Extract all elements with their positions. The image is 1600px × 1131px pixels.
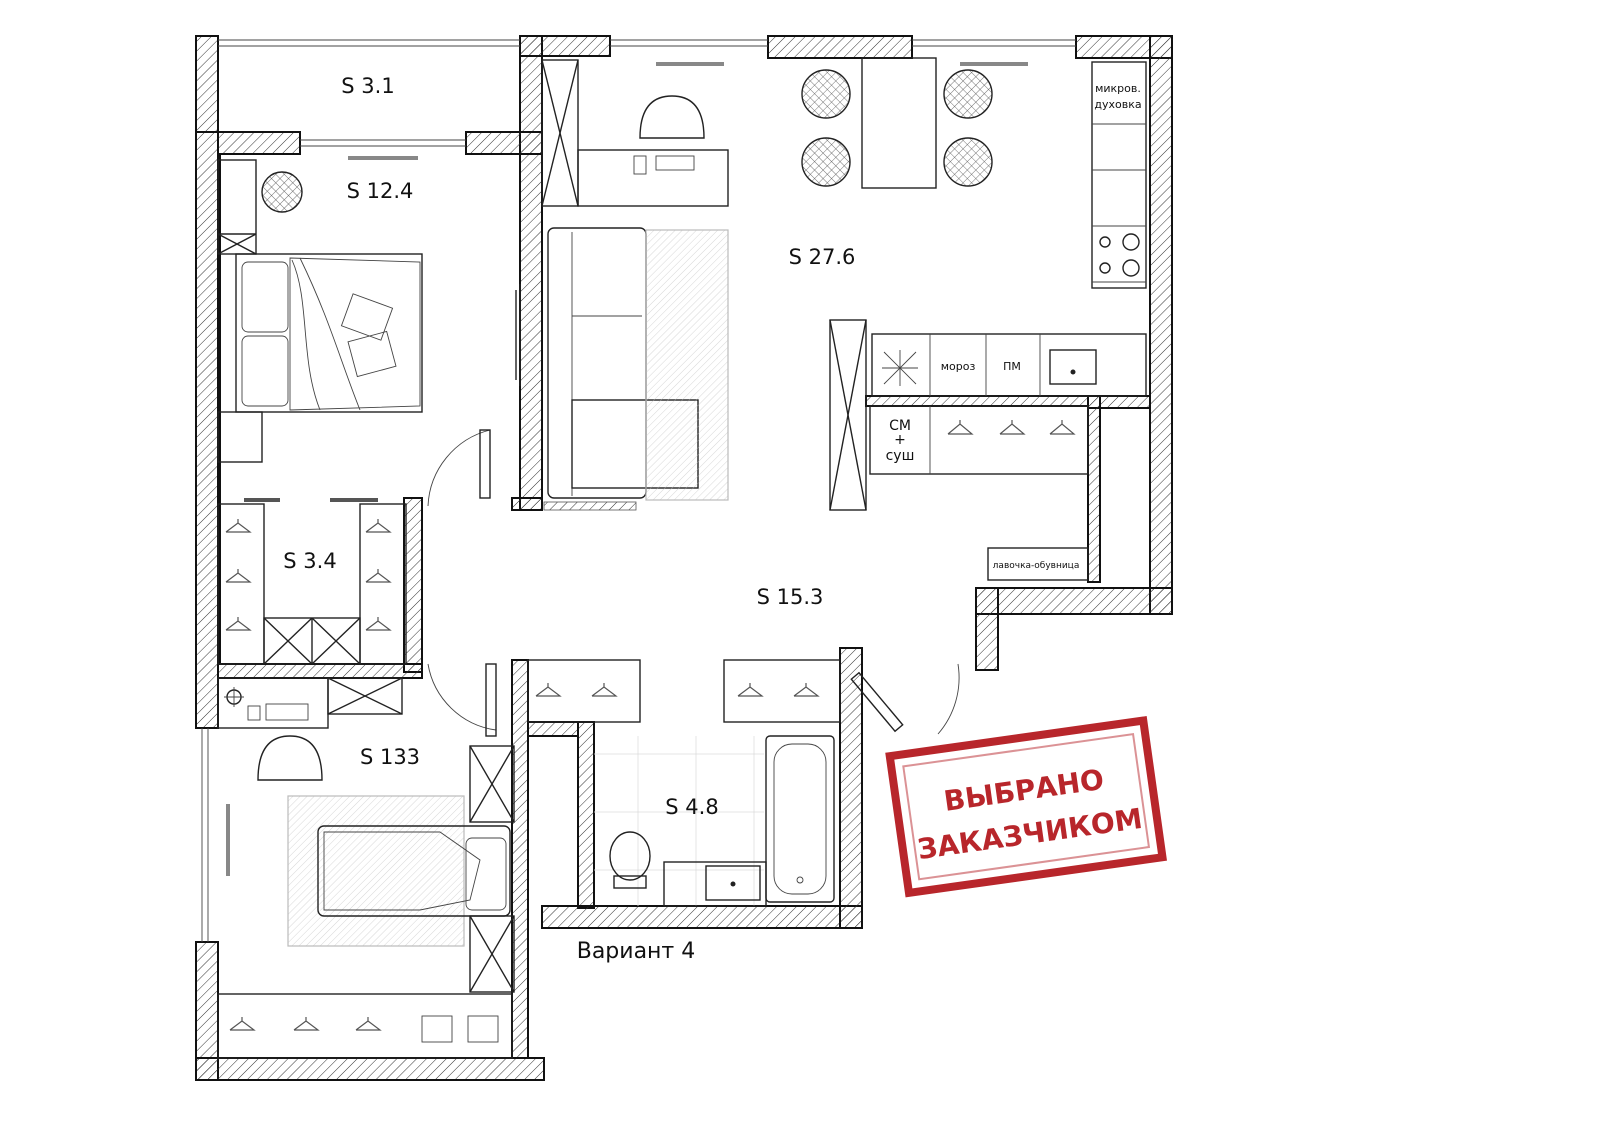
laundry-closet <box>869 405 1089 581</box>
room-area-living-kitchen: S 27.6 <box>789 245 856 269</box>
living-furniture <box>541 59 729 511</box>
dishwasher-label: ПМ <box>1003 360 1021 373</box>
dryer-label: суш <box>886 448 915 464</box>
windows <box>201 39 1076 942</box>
bathroom-fixtures <box>594 735 835 907</box>
kitchen-units <box>829 61 1147 511</box>
room-area-balcony: S 3.1 <box>341 74 394 98</box>
hall-closets <box>527 659 841 723</box>
microwave-label: микров. <box>1095 82 1141 95</box>
shoe-bench-label: лавочка-обувница <box>993 561 1080 571</box>
room-area-bathroom: S 4.8 <box>665 795 718 819</box>
oven-label: духовка <box>1094 98 1141 111</box>
study-furniture <box>217 677 515 1059</box>
hob-icon <box>1099 233 1140 277</box>
dining-set <box>801 57 993 189</box>
snowflake-icon <box>882 350 918 386</box>
freezer-label: мороз <box>941 360 976 373</box>
approval-stamp: ВЫБРАНО ЗАКАЗЧИКОМ <box>885 716 1167 898</box>
room-area-bedroom: S 12.4 <box>347 179 414 203</box>
walls <box>195 35 1173 1081</box>
wardrobe-furniture <box>217 498 407 665</box>
room-area-study: S 133 <box>360 745 420 769</box>
washer-label: СМ <box>889 418 911 434</box>
radiator-icon <box>543 501 637 511</box>
variant-caption: Вариант 4 <box>577 939 696 964</box>
washer-plus-label: + <box>894 432 906 448</box>
room-area-wardrobe: S 3.4 <box>283 549 336 573</box>
toilet-icon <box>609 831 651 889</box>
bedroom-furniture <box>217 159 521 463</box>
crosshair-icon <box>224 687 244 707</box>
room-area-hall: S 15.3 <box>757 585 824 609</box>
lamp-icon <box>261 171 303 213</box>
doors <box>427 429 960 737</box>
